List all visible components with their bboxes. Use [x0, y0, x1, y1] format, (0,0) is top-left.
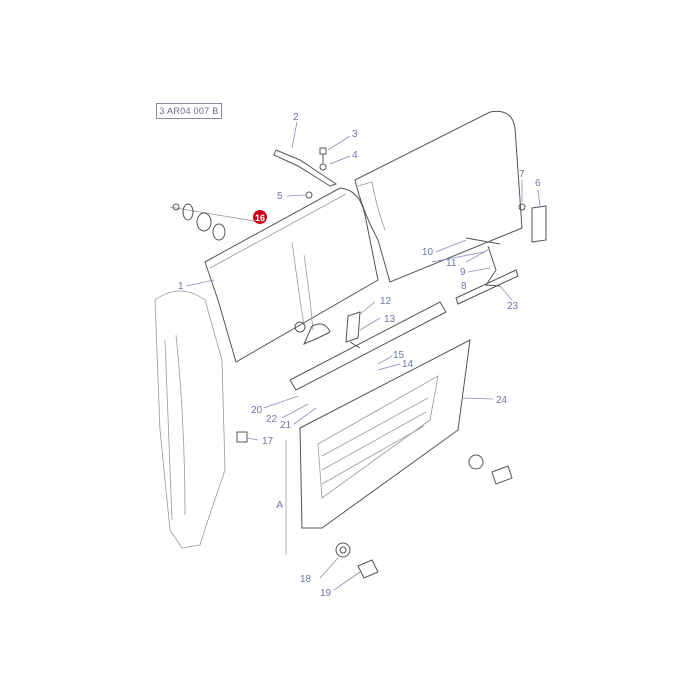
callout-11[interactable]: 11: [446, 258, 457, 269]
machine-body: [154, 290, 226, 549]
callout-8[interactable]: 8: [461, 281, 467, 292]
rail-23: [455, 269, 519, 305]
callout-labels: 1 2 3 4 5 6 7 8 9 10 11 12 13 14 15 17 1…: [178, 112, 541, 599]
callout-9[interactable]: 9: [460, 267, 466, 278]
callout-6[interactable]: 6: [535, 178, 541, 189]
door-panel: [299, 339, 471, 529]
svg-text:16: 16: [255, 213, 265, 223]
callout-16[interactable]: 16: [253, 210, 267, 224]
callout-14[interactable]: 14: [402, 359, 414, 370]
bolt-3: [319, 147, 327, 171]
callout-21[interactable]: 21: [280, 420, 292, 431]
latch: [465, 237, 501, 287]
callout-10[interactable]: 10: [422, 247, 434, 258]
dimension-a: A: [276, 440, 287, 555]
callout-2[interactable]: 2: [293, 112, 299, 123]
callout-7[interactable]: 7: [519, 169, 525, 180]
screw-19: [357, 559, 379, 579]
callout-15[interactable]: 15: [393, 350, 405, 361]
callout-18[interactable]: 18: [300, 574, 312, 585]
knob-right: [468, 454, 513, 485]
latch-parts: [345, 311, 361, 349]
callout-3[interactable]: 3: [352, 129, 358, 140]
panel-upper-right: [354, 110, 523, 283]
svg-text:A: A: [276, 500, 283, 511]
callout-12[interactable]: 12: [380, 296, 392, 307]
callout-22[interactable]: 22: [266, 414, 278, 425]
callout-17[interactable]: 17: [262, 436, 274, 447]
strap: [273, 149, 338, 187]
lock-assembly: [169, 203, 331, 345]
callout-23[interactable]: 23: [507, 301, 519, 312]
panel-upper-left: [204, 187, 379, 363]
callout-13[interactable]: 13: [384, 314, 396, 325]
callout-4[interactable]: 4: [352, 150, 358, 161]
reference-code: 3 AR04 007 B: [156, 103, 222, 119]
rail-20: [289, 301, 447, 391]
leader-lines: [185, 121, 541, 591]
bracket-6: [518, 203, 547, 243]
knob-18: [335, 542, 351, 558]
callout-20[interactable]: 20: [251, 405, 263, 416]
callout-19[interactable]: 19: [320, 588, 332, 599]
clip-17: [236, 431, 248, 443]
nut-5: [305, 191, 313, 199]
callout-1[interactable]: 1: [178, 281, 184, 292]
callout-5[interactable]: 5: [277, 191, 283, 202]
callout-24[interactable]: 24: [496, 395, 508, 406]
